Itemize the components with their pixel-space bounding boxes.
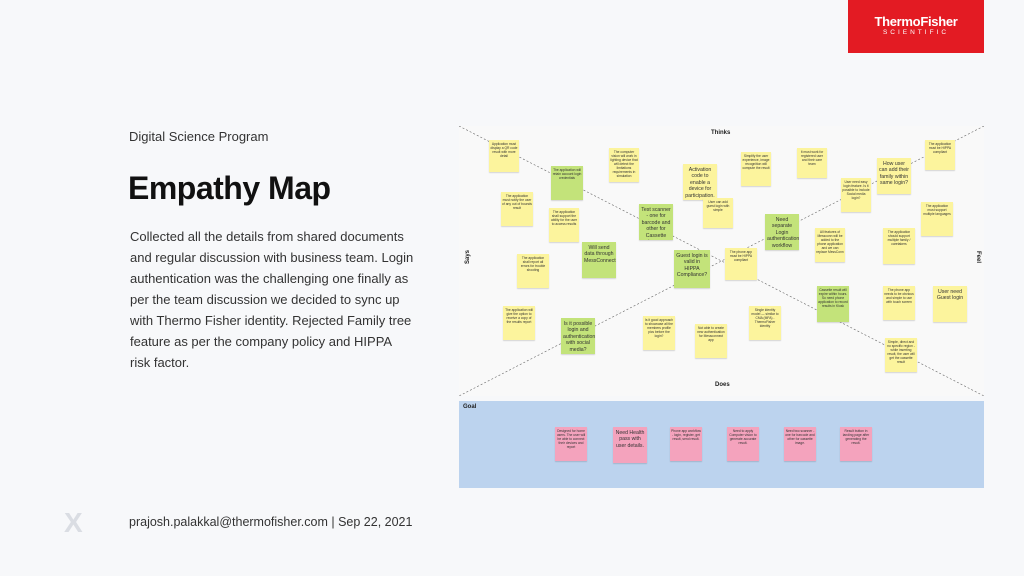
page-title: Empathy Map [128,170,331,206]
description-text: Collected all the details from shared do… [130,229,414,370]
x-logo-icon: X [64,507,83,538]
empathy-quadrants: Thinks Does Says Feel The computer visio… [459,126,984,396]
sticky-note: The phone app needs to be obvious and si… [883,286,915,320]
goal-sticky-note: Result button in landing page after gene… [840,427,872,461]
sticky-note: The application must support multiple la… [921,202,953,236]
sticky-note: All features of Messconn will be added t… [815,228,845,262]
sticky-note: Will send data through MessConnect [582,242,616,278]
sticky-note: The application must notify the user of … [501,192,533,226]
sticky-note: User need easy login feature. Is it poss… [841,178,871,212]
sticky-note: The application should support multiple … [883,228,915,264]
does-label: Does [715,382,730,388]
goal-sticky-note: Need Health pass with user details. [613,427,647,463]
feel-label: Feel [975,250,982,264]
sticky-note: The application shall report all errors … [517,254,549,288]
sticky-note: Is it good approach to showcase all the … [643,316,675,350]
sticky-note: The phone app must be HIPPA compliant [725,248,757,280]
logo-wordmark: ThermoFisher [874,14,958,29]
says-label: Says [465,249,472,265]
empathy-map-board: Thinks Does Says Feel The computer visio… [459,126,984,488]
sticky-note: Is it possible login and authentication … [561,318,595,354]
goal-sticky-note: Need to apply Computer vision to generat… [727,427,759,461]
goal-sticky-note: Designed for home users. The user will b… [555,427,587,461]
sticky-note: Application must display a QR code resul… [489,140,519,172]
sticky-note: How user can add their family within sam… [877,158,911,194]
sticky-note: Test scanner - one for barcode and other… [639,204,673,240]
sticky-note: The application will retain account logi… [551,166,583,200]
sticky-note: Guest login is valid in HIPPA Compliance… [674,250,710,288]
sticky-note: The computer vision will work in lightin… [609,148,639,182]
sticky-note: Cassette result will expire within hours… [817,286,849,322]
sticky-note: The application shall support the abilit… [549,208,579,242]
sticky-note: Single identity model — similar to CMA (… [749,306,781,340]
sticky-note: It must work for registered user and the… [797,148,827,178]
sticky-note: Simple, direct and no specific region - … [885,338,917,372]
sticky-note: The application will give the option to … [503,306,535,340]
sticky-note: Need separate Login authentication workf… [765,214,799,250]
thinks-label: Thinks [711,130,731,136]
program-label: Digital Science Program [129,129,269,144]
sticky-note: User need Guest login [933,286,967,322]
goal-sticky-note: Phone app workflow - login, register, ge… [670,427,702,461]
goal-label: Goal [463,404,477,410]
logo-subtitle: SCIENTIFIC [882,29,950,36]
thermofisher-logo: ThermoFisher SCIENTIFIC [848,0,984,53]
sticky-note: The application must be HIPPA compliant [925,140,955,170]
footer-contact: prajosh.palakkal@thermofisher.com | Sep … [129,515,413,529]
sticky-note: Simplify the user experience, image reco… [741,152,771,186]
sticky-note: User can add guest login with simple [703,198,733,228]
goal-section: Goal Designed for home users. The user w… [459,401,984,488]
goal-sticky-note: Need two scanner - one for barcode and o… [784,427,816,461]
sticky-note: Activation code to enable a device for p… [683,164,717,200]
sticky-note: Not able to create new authentication fo… [695,324,727,358]
